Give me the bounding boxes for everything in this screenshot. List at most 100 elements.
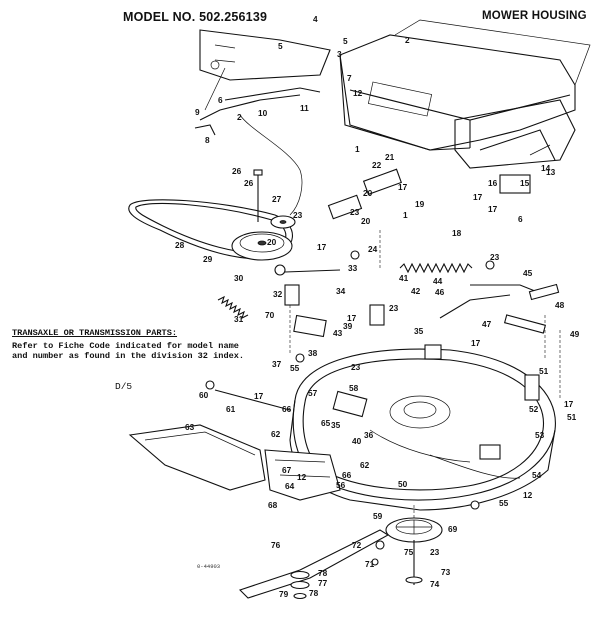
part-number-callout: 3 <box>337 49 342 59</box>
part-number-callout: 8 <box>205 135 210 145</box>
part-number-callout: 33 <box>348 263 358 273</box>
part-number-callout: 51 <box>539 366 549 376</box>
part-number-callout: 62 <box>360 460 370 470</box>
part-number-callout: 27 <box>272 194 282 204</box>
part-number-callout: 17 <box>347 313 357 323</box>
part-number-callout: 64 <box>285 481 295 491</box>
part-number-callout: 66 <box>342 470 352 480</box>
part-number-callout: 50 <box>398 479 408 489</box>
part-number-callout: 67 <box>282 465 292 475</box>
part-number-callout: 29 <box>203 254 213 264</box>
note-body: Refer to Fiche Code indicated for model … <box>12 340 245 362</box>
part-number-callout: 17 <box>564 399 574 409</box>
part-number-callout: 65 <box>321 418 331 428</box>
part-number-callout: 9 <box>195 107 200 117</box>
part-number-callout: 66 <box>282 404 292 414</box>
spindle-assembly <box>385 517 443 585</box>
part-number-callout: 71 <box>365 559 375 569</box>
part-number-callout: 19 <box>415 199 425 209</box>
part-number-callout: 17 <box>488 204 498 214</box>
part-number-callout: 23 <box>293 210 303 220</box>
part-number-callout: 15 <box>520 178 530 188</box>
part-number-callout: 17 <box>317 242 327 252</box>
part-number-callout: 55 <box>290 363 300 373</box>
part-number-callout: 49 <box>570 329 580 339</box>
part-number-callout: 34 <box>336 286 346 296</box>
part-number-callout: 57 <box>308 388 318 398</box>
part-number-callout: 23 <box>350 207 360 217</box>
part-number-callout: 77 <box>318 578 328 588</box>
part-number-callout: 14 <box>541 163 551 173</box>
part-number-callout: 70 <box>265 310 275 320</box>
part-number-callout: 11 <box>300 103 309 113</box>
part-number-callout: 37 <box>272 359 282 369</box>
transaxle-note: TRANSAXLE OR TRANSMISSION PARTS: Refer t… <box>12 328 252 362</box>
part-number-callout: 20 <box>363 188 373 198</box>
housing-box <box>339 19 591 169</box>
discharge-chute <box>128 424 266 491</box>
part-number-callout: 10 <box>258 108 268 118</box>
part-number-callout: 35 <box>331 420 341 430</box>
part-number-callout: 39 <box>343 321 353 331</box>
part-number-callout: 68 <box>268 500 278 510</box>
part-number-callout: 41 <box>399 273 409 283</box>
part-number-callout: 17 <box>398 182 408 192</box>
part-number-callout: 76 <box>271 540 281 550</box>
part-number-callout: 5 <box>343 36 348 46</box>
part-number-callout: 18 <box>452 228 462 238</box>
part-number-callout: 54 <box>532 470 542 480</box>
part-number-callout: 45 <box>523 268 533 278</box>
part-number-callout: 52 <box>529 404 539 414</box>
part-number-callout: 2 <box>237 112 242 122</box>
part-number-callout: 21 <box>385 152 395 162</box>
blade-76 <box>238 529 390 599</box>
part-number-callout: 5 <box>278 41 283 51</box>
part-number-callout: 46 <box>435 287 445 297</box>
pulley-27 <box>270 215 296 229</box>
part-number-callout: 16 <box>488 178 498 188</box>
part-number-callout: 26 <box>232 166 242 176</box>
part-number-callout: 23 <box>430 547 440 557</box>
part-number-callout: 53 <box>535 430 545 440</box>
part-number-callout: 58 <box>349 383 359 393</box>
part-number-callout: 23 <box>389 303 399 313</box>
part-number-callout: 17 <box>254 391 264 401</box>
part-number-callout: 12 <box>523 490 533 500</box>
part-number-callout: 51 <box>567 412 577 422</box>
part-number-callout: 20 <box>267 237 277 247</box>
part-number-callout: 40 <box>352 436 362 446</box>
part-number-callout: 7 <box>347 73 352 83</box>
part-number-callout: 72 <box>352 540 362 550</box>
part-number-callout: 63 <box>185 422 195 432</box>
part-number-callout: 4 <box>313 14 318 24</box>
part-number-callout: 43 <box>333 328 343 338</box>
part-number-callout: 42 <box>411 286 421 296</box>
part-number-callout: 56 <box>336 480 346 490</box>
part-number-callout: 69 <box>448 524 458 534</box>
part-number-callout: 17 <box>471 338 481 348</box>
part-number-callout: 23 <box>351 362 361 372</box>
part-number-callout: 73 <box>441 567 451 577</box>
part-number-callout: 26 <box>244 178 254 188</box>
part-number-callout: 60 <box>199 390 209 400</box>
part-number-callout: 78 <box>309 588 319 598</box>
frame-bracket <box>199 29 331 81</box>
fiche-code: D/5 <box>115 381 133 392</box>
part-number-callout: 78 <box>318 568 328 578</box>
section-title: MOWER HOUSING <box>482 10 587 22</box>
part-number-callout: 32 <box>273 289 283 299</box>
part-number-callout: 48 <box>555 300 565 310</box>
part-number-callout: 24 <box>368 244 378 254</box>
part-number-callout: 62 <box>271 429 281 439</box>
pulley-28 <box>231 231 293 261</box>
part-number-callout: 30 <box>234 273 244 283</box>
part-number-callout: 47 <box>482 319 492 329</box>
part-number-callout: 22 <box>372 160 382 170</box>
part-number-callout: 6 <box>518 214 523 224</box>
part-number-callout: 28 <box>175 240 185 250</box>
part-number-callout: 13 <box>546 167 556 177</box>
part-number-callout: 35 <box>414 326 424 336</box>
part-number-callout: 1 <box>355 144 360 154</box>
part-number-callout: 17 <box>473 192 483 202</box>
